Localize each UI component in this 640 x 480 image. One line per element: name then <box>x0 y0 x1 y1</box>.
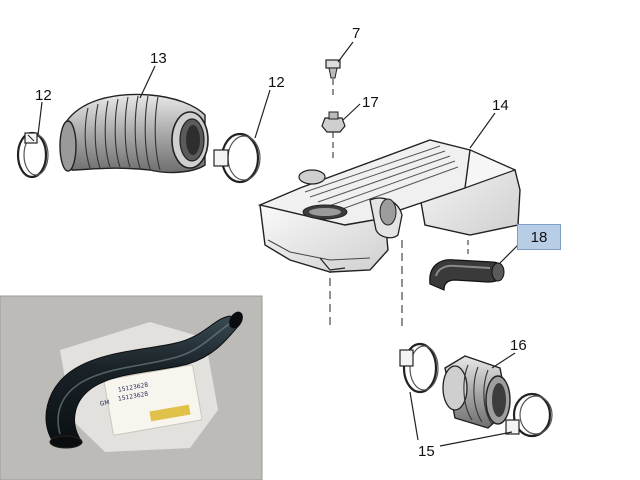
bolt <box>325 59 341 95</box>
leader-13 <box>139 65 156 99</box>
callout-18: 18 <box>530 228 548 246</box>
photo-brand-tag: GM <box>99 399 110 408</box>
vent-hose <box>429 259 505 291</box>
callout-13: 13 <box>150 50 167 67</box>
callout-7: 7 <box>352 25 360 42</box>
leader-7 <box>337 41 354 63</box>
throttle-coupler <box>442 355 511 429</box>
callout-14: 14 <box>492 97 509 114</box>
callout-12-left: 12 <box>35 87 52 104</box>
product-photo-inset: 15123628 15123628 GM <box>0 295 263 480</box>
leader-18 <box>499 242 521 264</box>
leader-12-left <box>37 101 43 136</box>
callout-17: 17 <box>362 94 379 111</box>
grommet-nut <box>321 111 346 160</box>
leader-12-right <box>254 89 271 139</box>
callout-15: 15 <box>418 443 435 460</box>
hose-clamp-lower-right <box>505 392 553 438</box>
leader-14 <box>469 112 496 149</box>
intake-duct-bellows <box>59 93 209 174</box>
leader-15-right <box>439 431 513 447</box>
hose-clamp-right <box>213 132 261 184</box>
callout-16: 16 <box>510 337 527 354</box>
leader-16 <box>491 352 516 369</box>
leader-15-left <box>409 391 419 441</box>
hose-clamp-left <box>16 131 49 179</box>
leader-17 <box>342 103 361 121</box>
callout-18-highlight: 18 <box>517 224 561 250</box>
air-cleaner-housing <box>257 139 521 273</box>
callout-12-right: 12 <box>268 74 285 91</box>
hose-clamp-lower-left <box>399 342 439 394</box>
